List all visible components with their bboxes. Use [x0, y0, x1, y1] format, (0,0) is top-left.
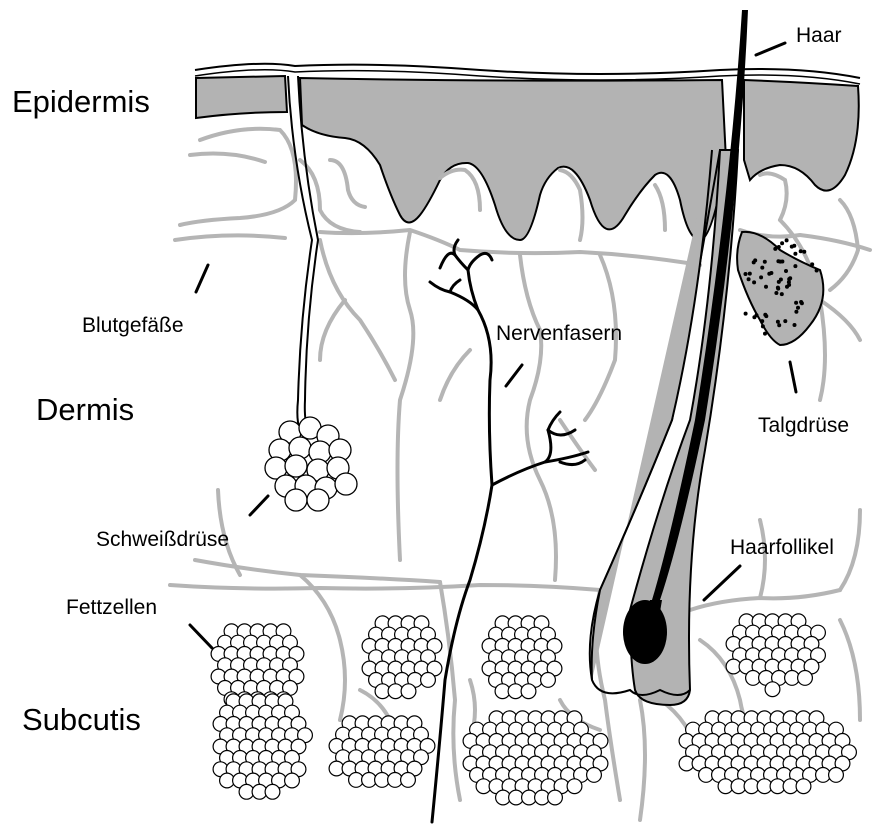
label-subcutis: Subcutis: [22, 702, 141, 737]
sebum-dot: [777, 323, 781, 327]
leader-haarfollikel: [704, 566, 740, 600]
fat-cell: [798, 671, 813, 686]
leader-fettzellen: [190, 625, 212, 648]
sebum-dot: [759, 275, 763, 279]
sweat-coil-loop: [285, 489, 307, 511]
fat-cell: [796, 779, 811, 794]
sweat-gland: [265, 76, 357, 511]
sebaceous-gland: [737, 232, 823, 345]
label-epidermis: Epidermis: [12, 84, 150, 119]
sebum-dot: [785, 238, 789, 242]
sebum-dot: [760, 319, 764, 323]
sebum-dot: [774, 291, 778, 295]
sebum-dot: [780, 241, 784, 245]
sebum-dot: [763, 332, 767, 336]
label-haarfollikel: Haarfollikel: [730, 536, 834, 559]
sebum-dot: [784, 269, 788, 273]
sebum-dot: [761, 324, 765, 328]
sebum-dot: [799, 249, 803, 253]
leader-blutgefaesse: [196, 265, 208, 292]
sebum-dot: [763, 260, 767, 264]
epidermis-left-piece: [196, 76, 287, 118]
sebum-dot: [773, 247, 777, 251]
fat-cell: [548, 790, 563, 805]
sebum-dot: [778, 260, 782, 264]
sebum-dot: [793, 323, 797, 327]
sebum-dot: [764, 285, 768, 289]
label-blutgefaesse: Blutgefäße: [82, 314, 184, 337]
sebum-dot: [802, 250, 806, 254]
sebum-dot: [779, 278, 783, 282]
sebum-dot: [744, 312, 748, 316]
sebum-dot: [744, 272, 748, 276]
sebum-dot: [776, 320, 780, 324]
sebum-dot: [794, 301, 798, 305]
label-talgdruese: Talgdrüse: [758, 414, 849, 437]
fat-cell: [401, 684, 416, 699]
sebum-dot: [748, 272, 752, 276]
fat-cells: [211, 614, 856, 805]
fat-cell: [401, 773, 416, 788]
sebum-dot: [787, 283, 791, 287]
sebum-dot: [776, 286, 780, 290]
sebum-dot: [810, 262, 814, 266]
sebum-dot: [752, 280, 756, 284]
sebum-dot: [783, 319, 787, 323]
sebum-dot: [799, 300, 803, 304]
fat-cell: [521, 684, 536, 699]
label-dermis: Dermis: [36, 392, 134, 427]
sebum-dot: [753, 258, 757, 262]
fat-cell: [541, 673, 556, 688]
sebum-dot: [793, 264, 797, 268]
fat-cell: [285, 773, 300, 788]
sebum-dot: [796, 306, 800, 310]
fat-cell: [829, 768, 844, 783]
sebum-dot: [763, 313, 767, 317]
sebum-dot: [777, 245, 781, 249]
label-fettzellen: Fettzellen: [66, 596, 157, 619]
sweat-coil-loop: [335, 473, 357, 495]
leader-haar: [756, 43, 785, 55]
sebum-dot: [760, 266, 764, 270]
leader-schweissdruese: [250, 496, 268, 515]
sebum-dot: [767, 272, 771, 276]
label-nervenfasern: Nervenfasern: [496, 322, 622, 345]
sebum-dot: [752, 315, 756, 319]
label-schweissdruese: Schweißdrüse: [96, 528, 229, 551]
fat-cell: [567, 779, 582, 794]
fat-cell: [421, 673, 436, 688]
label-haar: Haar: [796, 24, 842, 47]
sweat-coil-loop: [307, 489, 329, 511]
fat-cell: [765, 682, 780, 697]
sebum-dot: [794, 310, 798, 314]
sweat-coil-loop: [285, 455, 307, 477]
fat-cell: [265, 784, 280, 799]
leader-talgdruese: [790, 362, 796, 392]
sebum-dot: [788, 276, 792, 280]
sebum-dot: [793, 252, 797, 256]
sebum-dot: [790, 245, 794, 249]
sebum-dot: [780, 292, 784, 296]
sebum-dot: [747, 277, 751, 281]
epidermis-main-piece: [300, 78, 726, 240]
sebum-dot: [815, 269, 819, 273]
fat-cell: [587, 768, 602, 783]
leader-nervenfasern: [506, 365, 522, 386]
